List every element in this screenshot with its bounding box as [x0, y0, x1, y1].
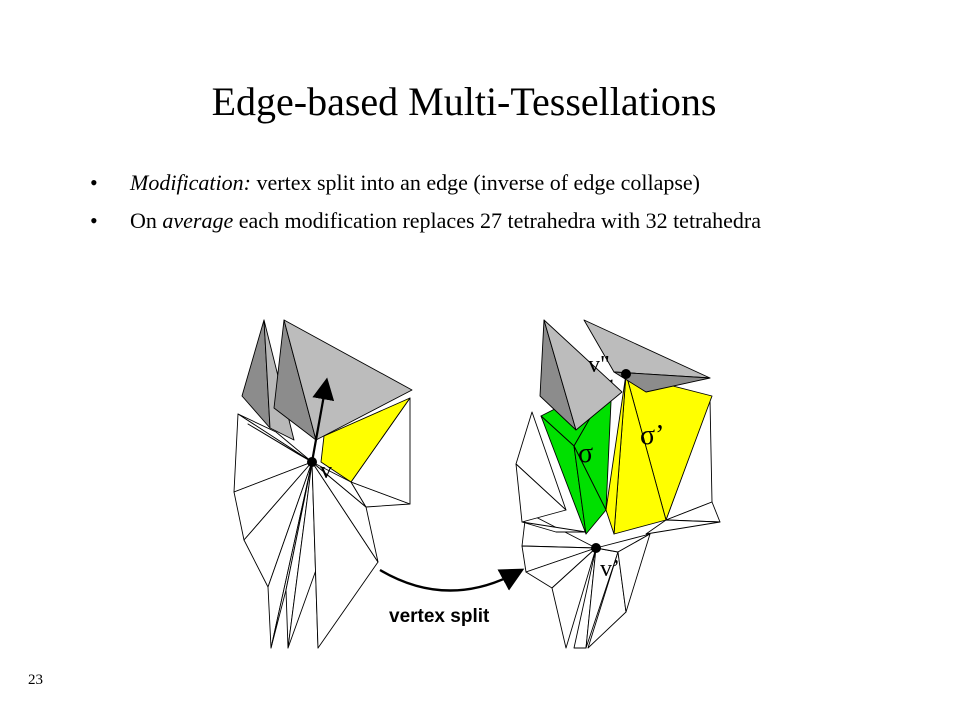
bullet-1-text: vertex split into an edge (inverse of ed… [250, 170, 700, 195]
bullet-1-lead: Modification: [130, 170, 251, 195]
right-white-tri [617, 533, 651, 613]
split-direction-arrow [310, 377, 335, 463]
right-green-tri [573, 445, 607, 535]
right-yellow-tri [605, 373, 627, 535]
vertex-v-double-prime-dot [621, 369, 631, 379]
vertex-split-arrow [379, 568, 525, 592]
bullet-dot: • [90, 170, 98, 195]
right-white-tri [515, 463, 567, 523]
bullet-list: • Modification: vertex split into an edg… [90, 168, 850, 244]
label-v-double-prime: v" [588, 352, 610, 378]
vertex-v-dot [307, 457, 317, 467]
label-sigma: σ [578, 438, 593, 469]
right-white-tri [521, 521, 587, 533]
right-white-tri [645, 519, 721, 535]
figure-caption: vertex split [389, 606, 490, 627]
bullet-item-2: • On average each modification replaces … [90, 206, 850, 236]
left-green-tri [247, 423, 313, 463]
right-dark-gray-face [613, 371, 711, 393]
page-number: 23 [28, 672, 43, 688]
bullet-2-text: each modification replaces 27 tetrahedra… [233, 208, 762, 233]
left-light-gray-face [283, 319, 413, 441]
bullet-2-pre: On [130, 208, 163, 233]
bullet-dot: • [90, 208, 98, 233]
right-light-gray-face [543, 319, 623, 431]
label-sigma-prime: σ’ [640, 420, 664, 451]
slide-title: Edge-based Multi-Tessellations [211, 79, 717, 124]
right-mesh [515, 319, 721, 649]
bullet-item-1: • Modification: vertex split into an edg… [90, 168, 850, 198]
left-yellow-tri [320, 397, 411, 483]
label-v-prime: v’ [600, 556, 620, 582]
right-white-tri [551, 547, 597, 649]
vertex-v-prime-dot [591, 543, 601, 553]
vertex-split-figure: v v" v’ σ σ’ [233, 319, 721, 649]
left-mesh [233, 319, 413, 649]
bullet-2-emphasis: average [162, 208, 234, 233]
label-v: v [320, 458, 332, 484]
